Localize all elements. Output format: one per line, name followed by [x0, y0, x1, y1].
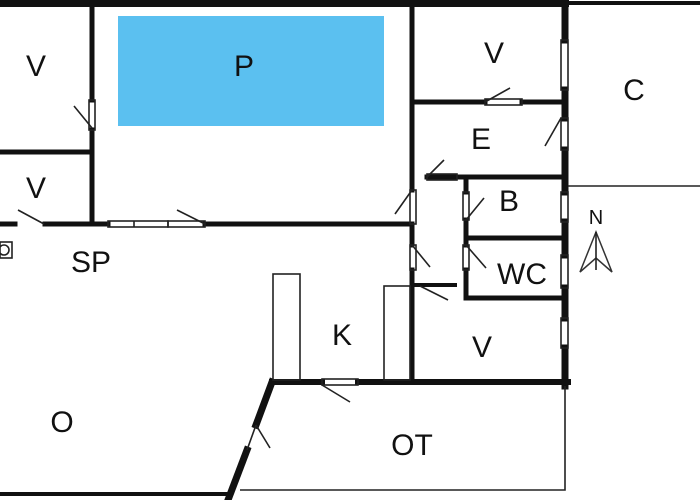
pool-area: [118, 16, 384, 126]
door-swing: [465, 244, 487, 269]
doors: [17, 87, 562, 449]
room-label-k: K: [332, 319, 352, 352]
door-swing: [419, 285, 449, 301]
room-label-v: V: [472, 331, 492, 364]
compass: N: [579, 207, 613, 273]
door-swing: [176, 209, 206, 225]
thin-lines: [88, 39, 700, 491]
door-swing: [411, 244, 431, 268]
room-label-ot: OT: [391, 429, 433, 462]
door-swing: [255, 424, 271, 449]
door-swing: [394, 189, 413, 215]
door-swing: [484, 87, 511, 103]
door-swing: [73, 105, 93, 129]
room-label-v: V: [26, 172, 46, 205]
fixture: [0, 241, 13, 259]
room-label-sp: SP: [71, 246, 111, 279]
room-label-b: B: [499, 185, 519, 218]
room-label-wc: WC: [497, 258, 547, 291]
door-swing: [17, 209, 45, 225]
door-swing: [321, 384, 351, 403]
door-swing: [544, 117, 562, 147]
door-swing: [465, 197, 485, 221]
room-label-o: O: [50, 406, 73, 439]
room-label-c: C: [623, 74, 645, 107]
room-label-e: E: [471, 123, 491, 156]
room-label-p: P: [234, 50, 254, 83]
door-swing: [426, 159, 445, 178]
room-label-v: V: [484, 37, 504, 70]
room-label-v: V: [26, 50, 46, 83]
north-label: N: [589, 207, 603, 229]
